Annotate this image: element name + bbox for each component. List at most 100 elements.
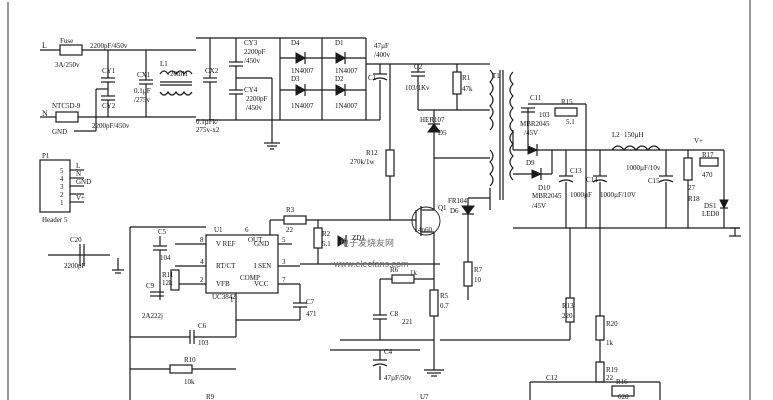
label-r3-val: 22 [286,226,294,234]
label-neutral: N [42,109,48,118]
label-c8: C8 [390,310,399,318]
label-d10: D10 [538,184,551,192]
ntc-thermistor [55,111,79,123]
label-cy4: CY4 [244,86,258,94]
label-r18-val: 27 [688,184,696,192]
label-in4007-a: 1N4007 [291,67,314,75]
label-c9-val: 2A222j [142,312,163,320]
label-c6: C6 [198,322,207,330]
label-r2: R2 [322,230,331,238]
label-c13-val: 1000µF [570,191,592,199]
label-c1-val2: /400v [374,51,390,59]
component-labels: L N GND Fuse 3A/250v NTC5D-9 2200pF/450v… [42,37,720,400]
label-c15-val: 1000µF/10v [626,164,661,172]
label-pin-vcc: VCC [254,280,269,288]
label-d5: D5 [438,129,447,137]
label-mbr1: MBR2045 [520,120,550,128]
label-c1: C1 [368,74,377,82]
label-u7: U7 [420,393,429,400]
label-pin-rtct: RT/CT [216,262,236,270]
label-p1: P1 [42,152,50,160]
label-c7: C7 [306,298,315,306]
label-c13: C13 [570,167,582,175]
bridge-rectifier [279,37,367,121]
label-p1-pin4: 4 [60,175,64,183]
label-r10-val: 10k [184,378,195,386]
label-r13-val: 220 [562,312,573,320]
label-fuse-val: 3A/250v [55,61,80,69]
feedback-section [440,228,661,400]
label-r12: R12 [366,149,378,157]
label-r11: R11 [162,271,174,279]
label-l1-val: 20mH [170,70,188,78]
label-d1: D1 [335,39,344,47]
label-uc3842: UC3842 [212,293,236,301]
label-u1: U1 [214,226,223,234]
diode-d4 [295,52,307,64]
inductor-l2 [611,145,661,151]
label-r3: R3 [286,206,295,214]
label-pin-isen: I SEN [254,262,271,270]
label-c20: C20 [70,236,82,244]
label-cy-top-val: 2200pF/450v [90,42,128,50]
label-r11-val: 12k [162,279,173,287]
label-p1-pin2: 2 [60,191,64,199]
diode-d1 [335,52,347,64]
label-c8-val: 221 [402,318,413,326]
label-p1-pin5: 5 [60,167,64,175]
label-r19-val: 22 [606,374,614,382]
label-r15: R15 [561,98,573,106]
label-pin-1: 1 [230,296,234,304]
label-c14-val: 1000µF/10V [600,191,636,199]
label-pin-7: 7 [282,276,286,284]
label-c1-val1: 47µF [374,42,389,50]
mosfet-q1 [411,206,441,236]
label-r6-val: 1k [410,269,418,277]
label-fuse: Fuse [60,37,73,45]
label-header: Header 5 [42,216,68,224]
label-cx2-val2: 275v-x2 [196,126,220,134]
label-p1-net-n: N [76,170,81,178]
label-d3: D3 [291,75,300,83]
label-gnd-left: GND [52,128,67,136]
label-r5: R5 [440,292,449,300]
label-cx1-val1: 0.1µF [134,87,151,95]
label-r7-val: 10 [474,276,482,284]
label-q1-type: 4n60 [418,226,433,234]
label-t1: T1 [492,72,500,80]
label-p1-net-vplus: V+ [76,194,85,202]
label-p1-pin3: 3 [60,183,64,191]
label-c14: C14 [586,176,598,184]
label-r16-val: 620 [618,393,629,400]
label-c9: C9 [146,282,155,290]
diode-d2 [335,84,347,96]
label-p1-pin1: 1 [60,199,64,207]
label-c2: C2 [414,63,423,71]
diode-d6 [461,205,475,215]
label-pin-vref: V REF [216,240,236,248]
label-d9: D9 [526,159,535,167]
label-c4-val: 47µF/50v [384,374,412,382]
label-c15: C15 [648,177,660,185]
choke-l1 [159,70,193,76]
label-pin-vfb: VFB [216,280,230,288]
label-c2-val: 103/1Kv [405,84,430,92]
label-led0: LED0 [702,210,720,218]
label-fr104: FR104 [448,197,468,205]
label-l2: L2 [612,131,620,139]
label-cy-bot-val: 2200pF/450v [92,122,130,130]
diode-d3 [295,84,307,96]
label-c20-val: 2200pF [64,262,86,270]
label-cy4-val1: 2200pF [246,95,268,103]
label-r15-val: 5.1 [566,118,575,126]
label-r16: R16 [616,378,628,386]
label-c5: C5 [158,228,167,236]
label-mbr2-v: /45V [532,202,546,210]
label-cx1: CX1 [137,71,151,79]
label-pin-gnd: GND [254,240,269,248]
zener-zd1 [337,235,347,247]
fuse [59,44,83,56]
output-section [512,103,741,237]
label-d4: D4 [291,39,300,47]
